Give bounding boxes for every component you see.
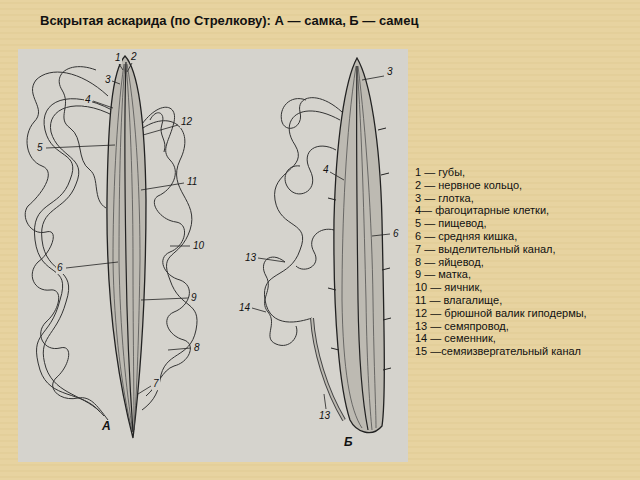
legend-line: 12 — брюшной валик гиподермы, — [415, 307, 587, 320]
leader-lines — [46, 63, 191, 394]
body-outline — [334, 58, 384, 433]
body-mark — [328, 198, 336, 200]
coil — [264, 111, 340, 322]
figure-letter: А — [100, 420, 113, 434]
leader-line — [143, 125, 178, 135]
body-mark — [331, 348, 339, 350]
leader-lines — [252, 76, 390, 409]
leader-line — [170, 246, 190, 247]
leader-line — [119, 64, 123, 70]
callout-number: 6 — [392, 228, 400, 240]
coil — [285, 146, 336, 194]
callout-number: 7 — [152, 378, 160, 390]
body-mark — [378, 128, 386, 130]
legend-line: 10 — яичник, — [415, 281, 482, 294]
callout-number: 13 — [318, 410, 331, 422]
callout-number: 3 — [386, 66, 394, 78]
female-body — [107, 56, 146, 438]
leader-line — [362, 76, 384, 80]
leader-line — [168, 348, 191, 350]
leader-line — [141, 183, 184, 190]
male-body — [328, 58, 391, 433]
body-mark — [328, 288, 336, 290]
legend-line: 14 — семенник, — [415, 332, 496, 345]
legend-line: 1 — губы, — [415, 166, 465, 179]
legend-line: 7 — выделительный канал, — [415, 243, 556, 256]
leader-line — [46, 145, 115, 148]
coil — [140, 121, 197, 410]
body-mark — [383, 318, 391, 320]
legend-line: 6 — средняя кишка, — [415, 230, 517, 243]
callout-number: 12 — [180, 116, 193, 128]
intestine — [357, 66, 368, 430]
ovary-coils — [25, 67, 114, 420]
body-mark — [382, 268, 390, 270]
legend-line: 15 —семяизвергательный канал — [415, 345, 581, 358]
legend-line: 13 — семяпровод, — [415, 320, 509, 333]
figure-letter: Б — [342, 436, 355, 450]
leader-line — [372, 234, 390, 236]
callout-number: 5 — [36, 142, 44, 154]
callout-number: 8 — [193, 342, 201, 354]
callout-number: 14 — [238, 302, 251, 314]
intestine — [125, 62, 133, 432]
leader-line — [138, 386, 151, 394]
legend-line: 5 — пищевод, — [415, 217, 486, 230]
leader-line — [127, 63, 132, 72]
body-stripe — [357, 66, 372, 430]
legend-line: 3 — глотка, — [415, 192, 474, 205]
leader-line — [324, 394, 326, 409]
coil — [59, 67, 106, 208]
leader-line — [93, 101, 113, 108]
leader-line — [330, 172, 344, 180]
coil — [42, 106, 114, 416]
legend-line: 9 — матка, — [415, 268, 471, 281]
callout-number: 3 — [104, 74, 112, 86]
leader-line — [141, 298, 188, 300]
callout-number: 9 — [190, 292, 198, 304]
body-stripe — [358, 66, 376, 428]
legend-line: 8 — яйцевод, — [415, 256, 484, 269]
body-stripe — [126, 64, 134, 430]
testis-coils — [263, 98, 344, 420]
coil — [296, 229, 334, 269]
leader-line — [66, 262, 118, 268]
legend-line: 11 — влагалище, — [415, 294, 502, 307]
body-mark — [383, 368, 391, 370]
callout-number: 10 — [192, 240, 205, 252]
body-outline — [107, 56, 146, 438]
uterus-coils — [140, 107, 197, 410]
figure-panel — [18, 49, 408, 462]
callout-number: 1 — [114, 52, 122, 64]
callout-number: 6 — [56, 262, 64, 274]
body-stripe — [127, 64, 140, 430]
callout-number: 13 — [244, 252, 257, 264]
legend-line: 4— фагоцитарные клетки, — [415, 204, 549, 217]
callout-number: 2 — [130, 51, 138, 63]
coil — [41, 290, 108, 420]
leader-line — [258, 258, 285, 262]
leader-line — [112, 81, 120, 84]
body-stripe — [342, 66, 362, 428]
coil — [263, 257, 296, 345]
coil — [146, 280, 190, 396]
legend-line: 2 — нервное кольцо, — [415, 179, 522, 192]
callout-number: 11 — [186, 176, 198, 188]
callout-number: 4 — [84, 94, 92, 106]
figure-title: Вскрытая аскарида (по Стрелкову): А — са… — [40, 14, 418, 29]
coil — [281, 98, 342, 129]
body-mark — [381, 173, 389, 175]
coil — [142, 107, 185, 280]
callout-number: 4 — [322, 164, 330, 176]
leader-line — [252, 308, 266, 312]
